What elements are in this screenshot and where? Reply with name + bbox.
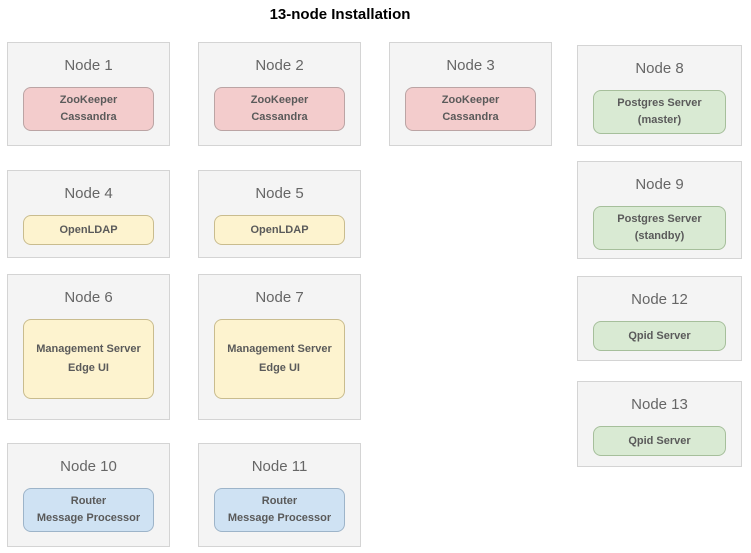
service-label-zookeeper: ZooKeeper <box>250 94 309 106</box>
node-9-title: Node 9 <box>635 176 684 193</box>
node-9-service-postgres-standby: Postgres Server (standby) <box>593 206 726 250</box>
service-label-master: (master) <box>637 114 682 126</box>
node-11-title: Node 11 <box>251 458 308 475</box>
node-5-title: Node 5 <box>255 185 304 202</box>
node-3-services-zookeeper-cassandra: ZooKeeper Cassandra <box>405 87 536 131</box>
service-label-message-processor: Message Processor <box>227 512 332 524</box>
node-10-services-router-mp: Router Message Processor <box>23 488 154 532</box>
node-2: Node 2 ZooKeeper Cassandra <box>198 42 361 146</box>
service-label-cassandra: Cassandra <box>442 111 499 123</box>
service-label-message-processor: Message Processor <box>36 512 141 524</box>
node-1-title: Node 1 <box>64 57 113 74</box>
node-7-services-management-edgeui: Management Server Edge UI <box>214 319 345 399</box>
node-12: Node 12 Qpid Server <box>577 276 742 361</box>
service-label-standby: (standby) <box>634 230 685 242</box>
node-9: Node 9 Postgres Server (standby) <box>577 161 742 259</box>
diagram-title: 13-node Installation <box>269 6 411 23</box>
node-4-service-openldap: OpenLDAP <box>23 215 154 245</box>
node-4: Node 4 OpenLDAP <box>7 170 170 258</box>
node-5-service-openldap: OpenLDAP <box>214 215 345 245</box>
node-6-title: Node 6 <box>64 289 113 306</box>
node-12-title: Node 12 <box>631 291 688 308</box>
service-label-openldap: OpenLDAP <box>250 223 309 236</box>
node-4-title: Node 4 <box>64 185 113 202</box>
service-label-management-server: Management Server <box>227 343 332 355</box>
node-13-title: Node 13 <box>631 396 688 413</box>
service-label-postgres-server: Postgres Server <box>617 97 702 109</box>
service-label-zookeeper: ZooKeeper <box>59 94 118 106</box>
diagram-title-wrap: 13-node Installation <box>0 6 680 24</box>
service-label-cassandra: Cassandra <box>60 111 117 123</box>
node-10-title: Node 10 <box>60 458 117 475</box>
service-label-router: Router <box>70 495 107 507</box>
node-1: Node 1 ZooKeeper Cassandra <box>7 42 170 146</box>
service-label-postgres-server: Postgres Server <box>617 213 702 225</box>
service-label-qpid-server: Qpid Server <box>628 329 691 342</box>
node-10: Node 10 Router Message Processor <box>7 443 170 547</box>
node-13: Node 13 Qpid Server <box>577 381 742 467</box>
node-3: Node 3 ZooKeeper Cassandra <box>389 42 552 146</box>
node-11-services-router-mp: Router Message Processor <box>214 488 345 532</box>
service-label-qpid-server: Qpid Server <box>628 434 691 447</box>
node-8-title: Node 8 <box>635 60 684 77</box>
node-2-title: Node 2 <box>255 57 304 74</box>
node-2-services-zookeeper-cassandra: ZooKeeper Cassandra <box>214 87 345 131</box>
service-label-edge-ui: Edge UI <box>259 362 300 374</box>
service-label-openldap: OpenLDAP <box>59 223 118 236</box>
node-8-service-postgres-master: Postgres Server (master) <box>593 90 726 134</box>
node-6: Node 6 Management Server Edge UI <box>7 274 170 420</box>
node-11: Node 11 Router Message Processor <box>198 443 361 547</box>
service-label-management-server: Management Server <box>36 343 141 355</box>
node-8: Node 8 Postgres Server (master) <box>577 45 742 146</box>
node-5: Node 5 OpenLDAP <box>198 170 361 258</box>
node-7-title: Node 7 <box>255 289 304 306</box>
node-12-service-qpid: Qpid Server <box>593 321 726 351</box>
service-label-cassandra: Cassandra <box>251 111 308 123</box>
node-7: Node 7 Management Server Edge UI <box>198 274 361 420</box>
node-13-service-qpid: Qpid Server <box>593 426 726 456</box>
node-3-title: Node 3 <box>446 57 495 74</box>
service-label-zookeeper: ZooKeeper <box>441 94 500 106</box>
node-6-services-management-edgeui: Management Server Edge UI <box>23 319 154 399</box>
node-1-services-zookeeper-cassandra: ZooKeeper Cassandra <box>23 87 154 131</box>
service-label-router: Router <box>261 495 298 507</box>
service-label-edge-ui: Edge UI <box>68 362 109 374</box>
